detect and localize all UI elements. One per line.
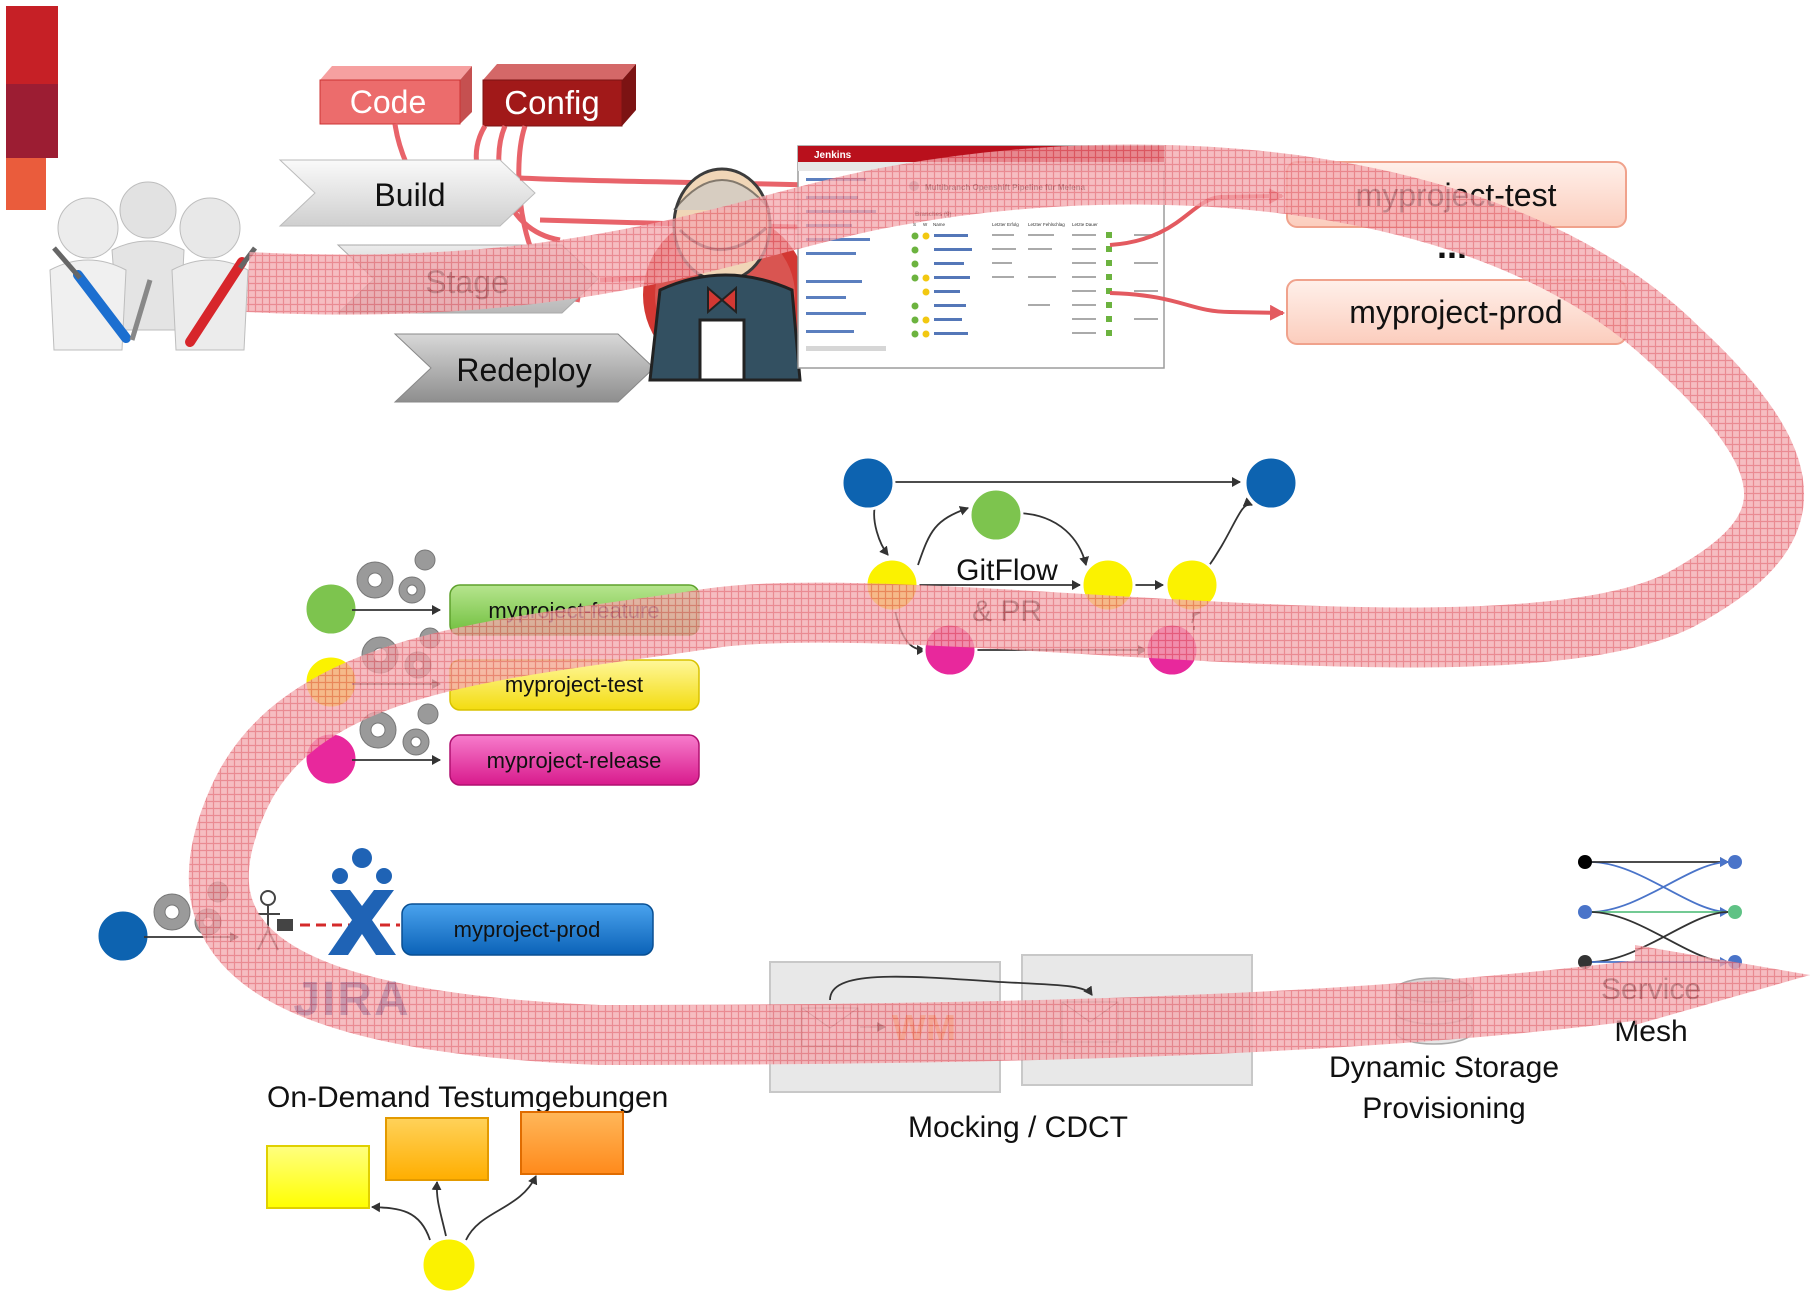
redeploy-label: Redeploy [456,352,591,388]
env-box-yellow [266,1145,370,1209]
mocking-caption: Mocking / CDCT [908,1111,1128,1144]
jenkins-table-header: S W Name Letzter Erfolg Letzter Fehlschl… [913,222,1098,227]
svg-text:Letzter Erfolg: Letzter Erfolg [992,222,1019,227]
branch-box-release [449,734,700,786]
testenv-caption: On-Demand Testumgebungen [267,1081,668,1114]
code-block: Code [319,66,472,125]
team-figures-icon [49,181,257,351]
worker-icon [257,890,293,951]
branch-node-green [303,581,359,637]
svg-text:S: S [913,222,916,227]
branch-box-prod [401,903,654,956]
gitflow-node-blue-end [1243,455,1299,511]
testenv-tree [266,1111,624,1294]
build-chevron: Build [278,159,536,227]
svg-text:W: W [923,222,928,227]
code-label: Code [350,84,427,120]
svg-text:Name: Name [933,222,946,227]
gears-icon [359,703,439,756]
jenkins-brand: Jenkins [814,150,852,161]
storage-caption-line1: Dynamic Storage [1329,1051,1559,1084]
build-label: Build [374,177,445,213]
gitflow-node-green [968,487,1024,543]
config-block: Config [482,64,636,127]
gears-icon [356,549,436,604]
env-box-orange-dark [520,1111,624,1175]
env-node-yellow [420,1236,478,1294]
env-box-orange [385,1117,489,1181]
brand-bar [6,6,58,210]
config-label: Config [504,84,599,121]
branch-release-label: myproject-release [487,748,662,773]
prod-node-blue [95,908,151,964]
branch-prod-label: myproject-prod [454,917,601,942]
redeploy-chevron: Redeploy [393,333,655,403]
flow-ribbon [188,144,1810,1066]
branch-test-label: myproject-test [505,672,643,697]
jenkins-table-rows [911,232,1158,338]
target-myproject-prod: myproject-prod [1286,279,1627,345]
svg-text:Letzter Fehlschlag: Letzter Fehlschlag [1028,222,1065,227]
target-prod-label: myproject-prod [1349,294,1562,330]
storage-caption-line2: Provisioning [1362,1092,1525,1125]
gitflow-label-line1: GitFlow [956,554,1058,587]
svg-text:Letzte Dauer: Letzte Dauer [1072,222,1098,227]
gitflow-node-blue-start [840,455,896,511]
